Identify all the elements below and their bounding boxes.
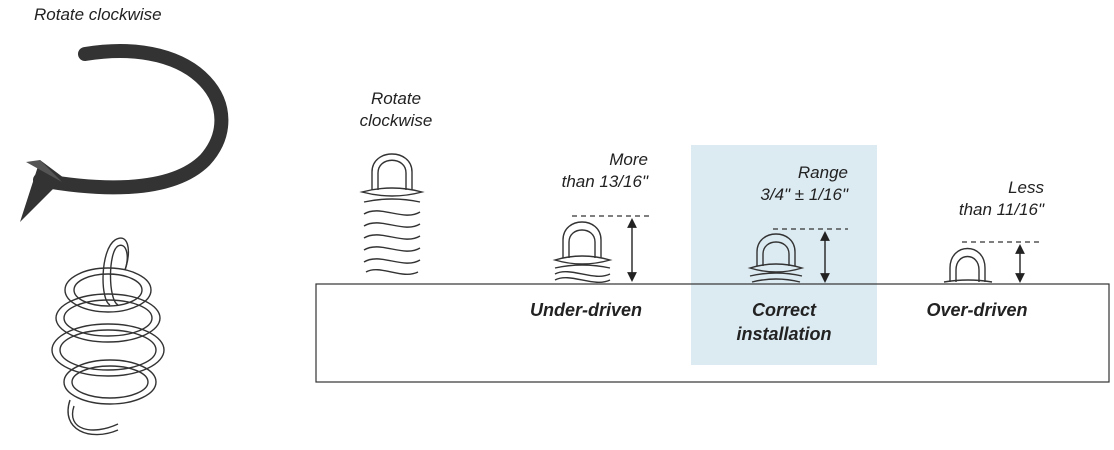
under-measurement-text: More than 13/16" [520,149,648,193]
caption-rotate-clockwise: Rotate clockwise [34,5,162,24]
correct-label-line1: Correct [751,300,817,320]
over-measurement-line2: than 11/16" [958,200,1044,219]
correct-label-line2: installation [736,324,832,344]
correct-measurement-line2: 3/4" ± 1/16" [760,185,848,204]
correct-installation-label: Correct installation [706,298,862,346]
under-driven-label: Under-driven [529,300,643,320]
correct-measurement-line1: Range [797,163,848,182]
over-driven-label: Over-driven [926,300,1028,320]
rotation-arrow-icon [20,44,229,222]
mounting-surface [315,283,1110,383]
spring-under-driven-icon [552,221,613,283]
under-measurement-line2: than 13/16" [561,172,648,191]
spring-installing-icon [359,153,425,275]
spring-over-driven-icon [943,247,993,283]
installing-caption: Rotate clockwise [359,89,433,130]
spring-correct-icon [747,233,805,283]
under-measurement-line1: More [609,150,648,169]
over-measurement-line1: Less [1008,178,1044,197]
over-measurement-text: Less than 11/16" [910,177,1044,221]
correct-highlight [691,145,877,365]
spiral-anchor-icon [51,237,165,436]
correct-measurement-text: Range 3/4" ± 1/16" [712,162,848,206]
